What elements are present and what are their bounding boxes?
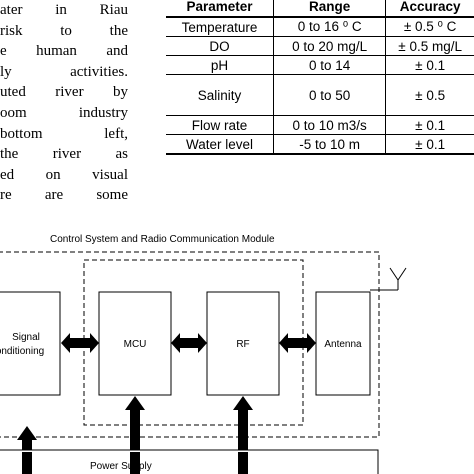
cell-range: 0 to 16 ⁰ C <box>273 16 387 37</box>
table-header-row: Parameter Range Accuracy <box>166 0 474 18</box>
cell-accuracy: ± 0.5 ⁰ C <box>385 16 474 37</box>
cell-accuracy: ± 0.5 <box>385 74 474 116</box>
table-row: Flow rate 0 to 10 m3/s ± 0.1 <box>166 115 474 135</box>
table-row: pH 0 to 14 ± 0.1 <box>166 55 474 75</box>
cell-range: 0 to 50 <box>273 74 387 116</box>
power-supply-block <box>0 449 379 474</box>
cell-range: 0 to 10 m3/s <box>273 115 387 135</box>
table-row: Salinity 0 to 50 ± 0.5 <box>166 74 474 116</box>
antenna-label: Antenna <box>324 339 362 350</box>
cell-parameter: Temperature <box>166 16 275 37</box>
rf-label: RF <box>236 339 249 350</box>
cell-parameter: Water level <box>166 134 275 155</box>
cell-accuracy: ± 0.1 <box>385 115 474 135</box>
signal-conditioning-label-2: onditioning <box>0 346 44 357</box>
power-supply-label: Power Supply <box>90 461 152 472</box>
up-arrow-stem <box>130 452 140 474</box>
text-line: bottom left, <box>0 125 128 142</box>
text-line: risk to the <box>0 22 128 39</box>
mcu-label: MCU <box>124 339 147 350</box>
text-line: ly activities. <box>0 63 128 80</box>
text-line: the river as <box>0 146 128 163</box>
body-text-paragraph: ater in Riau risk to the e human and ly … <box>0 0 128 206</box>
double-arrow-icon <box>171 333 207 353</box>
double-arrow-icon <box>279 333 316 353</box>
antenna-block <box>315 291 371 396</box>
module-border <box>0 251 380 438</box>
cell-parameter: Salinity <box>166 74 275 116</box>
table-row: Temperature 0 to 16 ⁰ C ± 0.5 ⁰ C <box>166 16 474 37</box>
text-line: re are some <box>0 187 128 204</box>
table-row: Water level -5 to 10 m ± 0.1 <box>166 134 474 155</box>
signal-conditioning-label-1: Signal <box>12 332 40 343</box>
table-row: DO 0 to 20 mg/L ± 0.5 mg/L <box>166 36 474 56</box>
up-arrow-stem <box>22 452 32 474</box>
header-parameter: Parameter <box>166 0 275 18</box>
antenna-icon <box>370 267 407 291</box>
cell-range: 0 to 14 <box>273 55 387 75</box>
text-line: ater in Riau <box>0 2 128 18</box>
header-range: Range <box>273 0 387 18</box>
mcu-block <box>98 291 172 396</box>
cell-accuracy: ± 0.5 mg/L <box>385 36 474 56</box>
up-arrow-stem <box>238 452 248 474</box>
signal-conditioning-block <box>0 291 61 396</box>
cell-parameter: Flow rate <box>166 115 275 135</box>
header-accuracy: Accuracy <box>385 0 474 18</box>
text-line: uted river by <box>0 84 128 101</box>
cell-accuracy: ± 0.1 <box>385 134 474 155</box>
sensor-parameters-table: Parameter Range Accuracy Temperature 0 t… <box>166 0 474 155</box>
cell-range: -5 to 10 m <box>273 134 387 155</box>
rf-block <box>206 291 280 396</box>
text-line: ed on visual <box>0 166 128 183</box>
text-line: oom industry <box>0 104 128 121</box>
module-title: Control System and Radio Communication M… <box>50 234 275 245</box>
text-line: e human and <box>0 43 128 60</box>
double-arrow-icon <box>61 333 99 353</box>
